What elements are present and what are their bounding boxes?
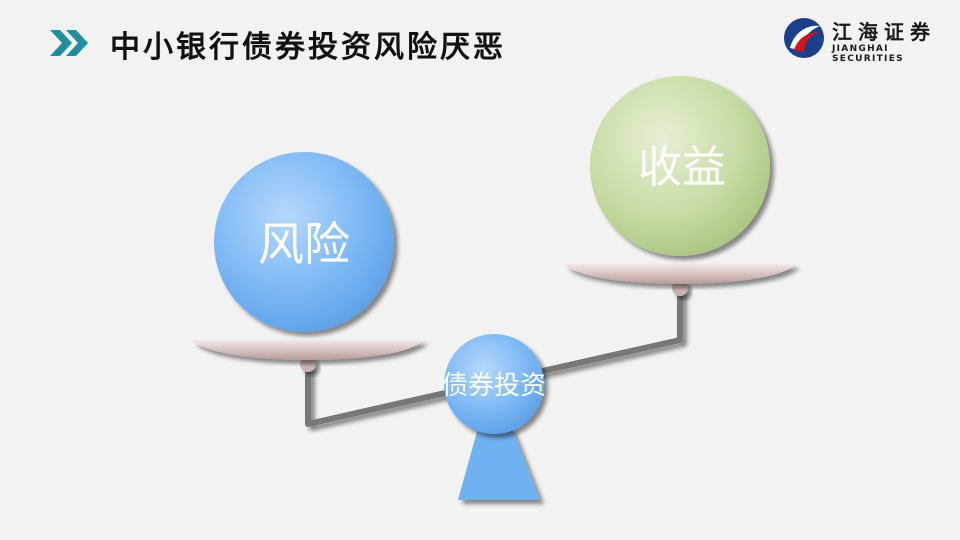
page-title: 中小银行债券投资风险厌恶 [110, 30, 506, 65]
brand-subtitle: JIANGHAI SECURITIES [832, 44, 904, 64]
left-pan [192, 340, 424, 372]
chevron-right-icon [50, 30, 88, 56]
return-label: 收益 [638, 142, 726, 193]
scale-base [458, 428, 540, 500]
risk-label: 风险 [258, 217, 350, 271]
brand-name: 江海证券 [832, 20, 936, 44]
pivot-node: 债券投资 [442, 334, 546, 434]
jianghai-logo-icon [784, 18, 824, 58]
right-pan [564, 264, 796, 296]
risk-ball: 风险 [214, 152, 394, 332]
pivot-label: 债券投资 [442, 371, 546, 401]
company-logo: 江海证券 JIANGHAI SECURITIES [780, 14, 955, 64]
return-ball: 收益 [590, 76, 770, 256]
